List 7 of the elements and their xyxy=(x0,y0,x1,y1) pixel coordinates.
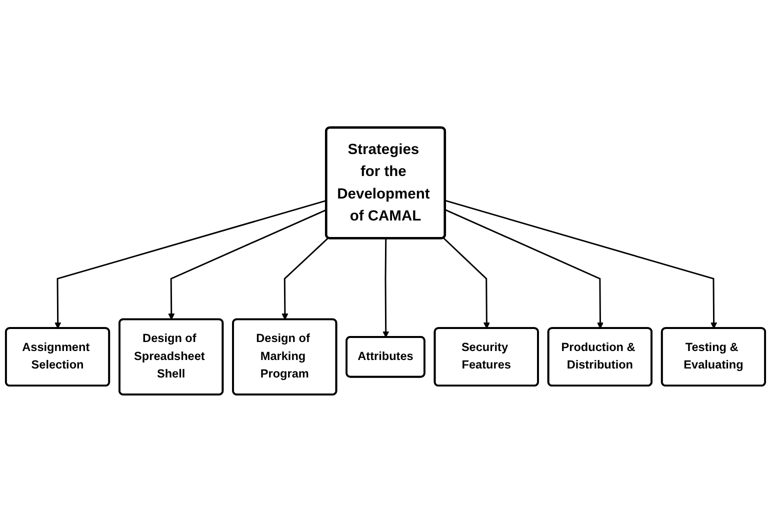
arrow xyxy=(54,200,327,329)
arrow xyxy=(382,238,390,338)
arrow xyxy=(282,237,329,320)
arrow xyxy=(443,237,490,329)
arrow xyxy=(168,209,327,320)
arrow xyxy=(444,209,604,329)
arrow xyxy=(445,200,718,329)
